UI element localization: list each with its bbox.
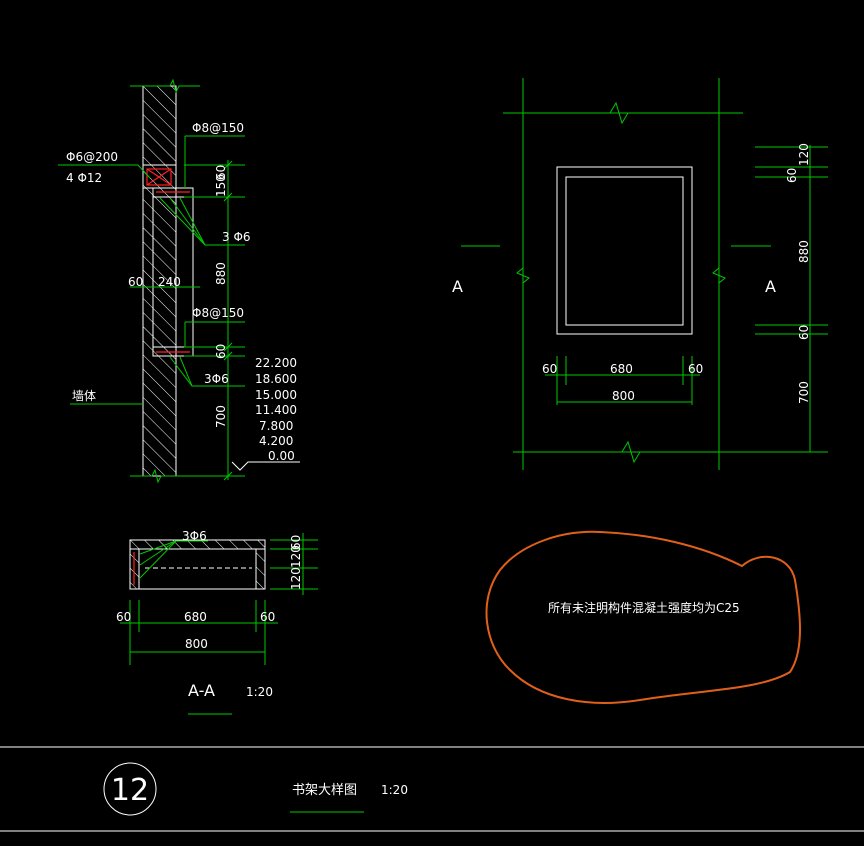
vdim-700: 700 <box>214 405 228 428</box>
level-symbol <box>231 461 300 471</box>
level-3: 11.400 <box>255 403 297 417</box>
drawing-title: 书架大样图 <box>292 783 357 798</box>
section-marker-right: A <box>765 277 776 296</box>
dim-240: 240 <box>158 275 181 289</box>
rebar-mid-label: Φ8@150 <box>192 306 244 320</box>
opening-inner <box>565 176 684 326</box>
elev-dim-60-left: 60 <box>542 362 557 376</box>
elev-vdim-700: 700 <box>797 381 811 404</box>
elev-vdim-60-bottom: 60 <box>797 325 811 340</box>
plan-section-aa: 3Φ6 60 120 120 60 680 60 800 A-A 1:20 <box>116 529 318 715</box>
drawing-number: 12 <box>111 773 149 808</box>
elev-dim-60-right: 60 <box>688 362 703 376</box>
rebar-bar2-label: 3Φ6 <box>204 372 229 386</box>
elev-dim-800: 800 <box>612 389 635 403</box>
dim-60: 60 <box>128 275 143 289</box>
elevation-view: A A 60 680 60 800 120 60 880 60 700 <box>452 78 828 470</box>
rebar-long-label: 4 Φ12 <box>66 171 102 185</box>
aa-rebar-label: 3Φ6 <box>182 529 207 543</box>
drawing-scale: 1:20 <box>381 783 408 797</box>
aa-title: A-A <box>188 681 215 700</box>
elev-dim-680: 680 <box>610 362 633 376</box>
level-5: 4.200 <box>259 434 293 448</box>
aa-dim-60-left: 60 <box>116 610 131 624</box>
wall-label: 墙体 <box>72 389 96 403</box>
break-line-bottom <box>130 468 200 484</box>
shelf-bottom <box>152 346 194 357</box>
break-line-top <box>130 78 200 94</box>
elev-vdim-120: 120 <box>797 143 811 166</box>
vdim-60b: 60 <box>214 344 228 359</box>
note-text: 所有未注明构件混凝土强度均为C25 <box>548 600 740 615</box>
aa-right-wall <box>255 548 266 590</box>
level-2: 15.000 <box>255 388 297 402</box>
vdim-60: 60 <box>214 165 228 180</box>
note-cloud: 所有未注明构件混凝土强度均为C25 <box>485 530 801 704</box>
note-cloud-outline <box>485 530 801 704</box>
level-6: 0.00 <box>268 449 295 463</box>
vertical-section: Φ8@150 Φ6@200 4 Φ12 3 Φ6 60 240 Φ8@150 3… <box>58 78 300 484</box>
wall-hatch <box>142 85 177 477</box>
rebar-stirrup-label: Φ6@200 <box>66 150 118 164</box>
aa-vdim-120a: 120 <box>289 545 303 568</box>
aa-dim-680: 680 <box>184 610 207 624</box>
opening-outer <box>556 166 693 335</box>
aa-dim-60-right: 60 <box>260 610 275 624</box>
drawing-number-circle <box>103 762 157 816</box>
aa-vdim-60: 60 <box>289 535 303 550</box>
section-marker-left: A <box>452 277 463 296</box>
aa-dim-800: 800 <box>185 637 208 651</box>
rebar-bar1-label: 3 Φ6 <box>222 230 251 244</box>
level-0: 22.200 <box>255 356 297 370</box>
rebar-top-label: Φ8@150 <box>192 121 244 135</box>
level-4: 7.800 <box>259 419 293 433</box>
elev-vdim-880: 880 <box>797 240 811 263</box>
title-block: 12 书架大样图 1:20 <box>0 746 864 832</box>
aa-scale: 1:20 <box>246 685 273 699</box>
vdim-150: 150 <box>214 174 228 197</box>
vdim-880: 880 <box>214 262 228 285</box>
elev-vdim-60-top: 60 <box>785 168 799 183</box>
level-1: 18.600 <box>255 372 297 386</box>
upper-stirrup <box>146 168 172 186</box>
aa-vdim-120b: 120 <box>289 567 303 590</box>
